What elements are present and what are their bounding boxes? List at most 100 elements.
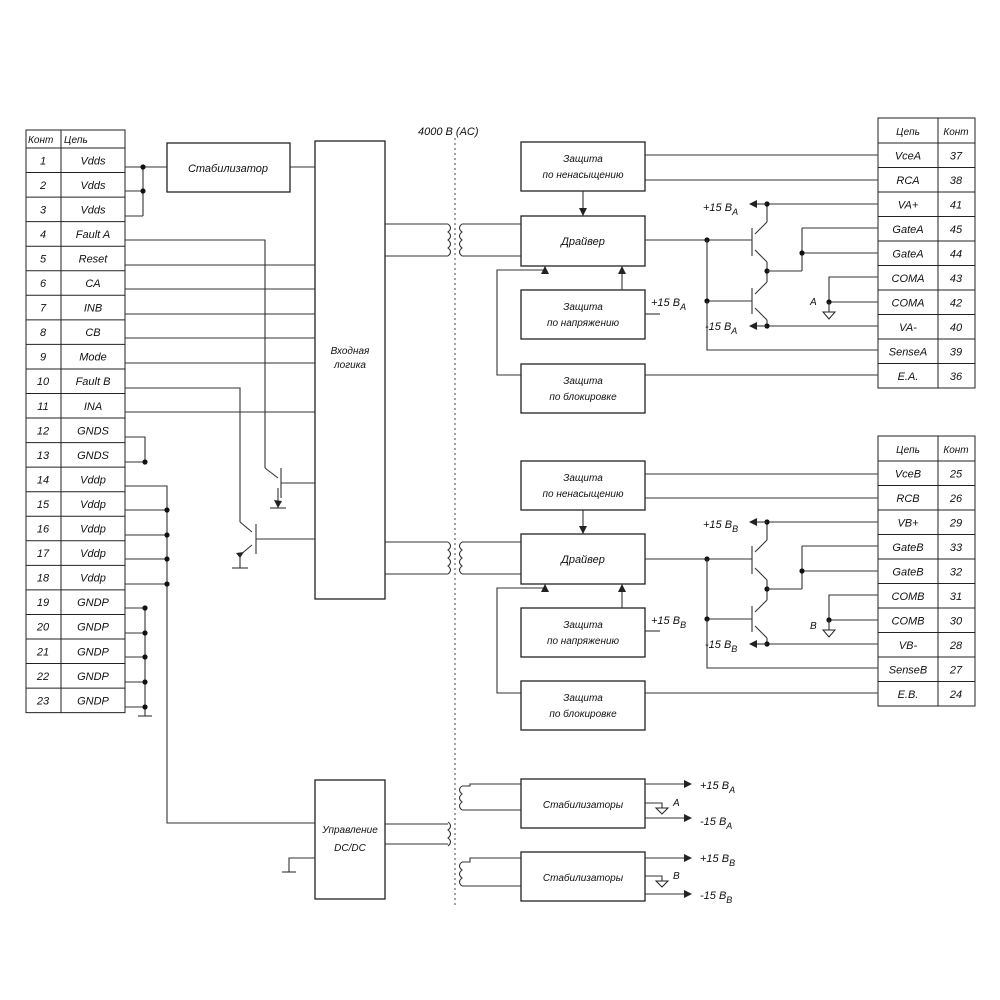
desat-protection-a [520,141,646,192]
left-pin-number: 21 [36,646,49,658]
left-header-pin: Конт [28,135,53,146]
left-net-name: INA [84,401,102,413]
right-pin-number: 40 [950,322,963,334]
driver-a [520,215,646,267]
right-net-name: COMB [892,591,925,603]
right-net-name: SenseA [889,346,928,358]
left-net-name: GNDP [77,622,109,634]
interlock-protection-b [520,680,646,731]
left-pin-number: 9 [40,352,46,364]
left-net-name: Vdds [80,180,106,192]
right-net-name: COMB [892,615,925,627]
right-net-name: COMA [892,297,925,309]
left-net-name: CB [85,327,100,339]
left-pin-number: 13 [37,450,50,462]
right-pin-number: 30 [950,615,963,627]
right-net-name: VA- [899,322,917,334]
voltage-protection-b [520,607,646,658]
right-pin-number: 45 [950,224,963,236]
plus15-b-label: +15 ВB [703,519,738,534]
left-net-name: Vddp [80,573,106,585]
right-net-name: GateB [892,542,923,554]
right-net-name: VA+ [898,199,919,211]
power-ground-a: A [672,798,680,809]
power-out-minus-a: -15 ВA [700,816,732,831]
left-net-name: CA [85,278,100,290]
left-pin-number: 11 [37,401,48,413]
stabilizers-a [520,778,646,829]
right-pin-number: 33 [950,542,963,554]
block-a-label-2: по блокировке [549,391,617,403]
right-pin-number: 37 [950,150,963,162]
left-net-name: GNDP [77,646,109,658]
right-pin-number: 32 [950,566,962,578]
ground-a-label: A [809,297,817,308]
right-net-name: GateA [892,224,923,236]
right-pin-number: 26 [949,493,963,505]
right-pin-number: 24 [949,689,962,701]
power-out-minus-b: -15 ВB [700,890,732,905]
input-logic-label-1: Входная [331,346,370,357]
right_table_a-header-pin: Конт [943,127,968,138]
right-net-name: GateB [892,566,923,578]
right-pin-number: 43 [950,273,963,285]
isolation-label: 4000 В (AC) [418,126,479,138]
left-pin-number: 20 [36,622,50,634]
left-pin-number: 19 [37,597,49,609]
right-net-name: VcеA [895,150,921,162]
left-net-name: Mode [79,352,107,364]
stabilizer-block [166,142,291,193]
right-net-name: VB- [899,640,918,652]
left-pin-number: 4 [40,229,46,241]
left-pin-number: 15 [37,499,50,511]
right_table_a-header-net: Цепь [896,127,920,138]
plus15-a-label: +15 ВA [703,202,738,217]
right-pin-number: 36 [950,371,963,383]
dcdc-label-1: Управление [321,825,378,836]
left-net-name: Vddp [80,499,106,511]
right-pin-number: 27 [949,664,963,676]
right-pin-number: 38 [950,175,963,187]
left-net-name: Fault B [76,376,111,388]
channel-b-labels: +15 ВB +15 ВB -15 ВB B [651,519,817,654]
right-pin-number: 41 [950,199,962,211]
input-logic-label-2: логика [333,360,366,371]
left-pin-number: 8 [40,327,47,339]
power-ground-b: B [673,871,680,882]
power-out-plus-a: +15 ВA [700,780,735,795]
right-pin-number: 42 [950,297,962,309]
uv-a-label-1: Защита [563,302,603,313]
right-net-name: E.B. [898,689,919,701]
desat-a-label-2: по ненасыщению [543,170,624,181]
left-pin-number: 5 [40,253,47,265]
ground-b-label: B [810,621,817,632]
stabilizers-a-label: Стабилизаторы [543,799,624,811]
right-pin-number: 39 [950,346,962,358]
plus15-b-uv-label: +15 ВB [651,615,686,630]
dcdc-control-block [314,779,386,900]
uv-a-label-2: по напряжению [547,318,620,329]
channel-a-wiring [496,154,878,376]
left-net-name: GNDS [77,450,109,462]
uv-b-label-1: Защита [563,620,603,631]
left-net-name: Fault A [76,229,110,241]
desat-b-label-1: Защита [563,473,603,484]
stabilizers-b [520,851,646,902]
left-pin-number: 12 [37,425,49,437]
right-net-name: COMA [892,273,925,285]
dcdc-label-2: DC/DC [334,843,366,854]
left-net-name: Vdds [80,155,106,167]
left-net-name: Vddp [80,524,106,536]
right-net-name: E.A. [898,371,919,383]
right-net-name: VB+ [897,517,919,529]
right-net-name: RCA [896,175,919,187]
power-outputs: +15 ВA A -15 ВA +15 ВB B -15 ВB [645,780,735,905]
power-out-plus-b: +15 ВB [700,853,735,868]
left-net-name: INB [84,303,102,315]
left-pin-number: 17 [37,548,50,560]
left-net-name: Vdds [80,204,106,216]
left-pin-number: 3 [40,204,47,216]
input-logic-block [314,140,386,600]
